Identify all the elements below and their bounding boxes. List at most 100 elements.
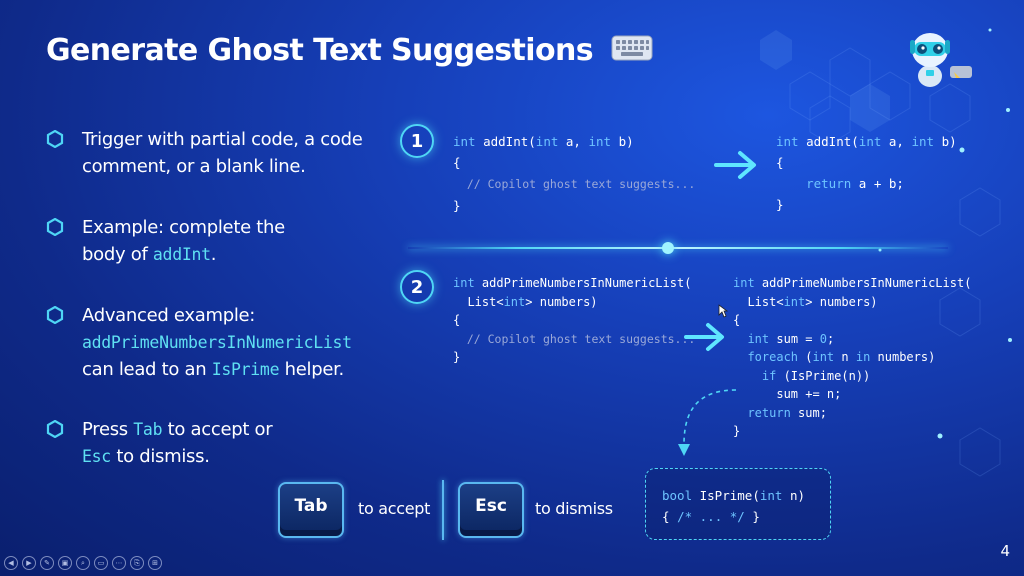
code-keyword: int bbox=[535, 134, 559, 149]
code-token: > numbers) bbox=[805, 294, 878, 309]
toolbar-button-2[interactable]: ✎ bbox=[40, 556, 54, 570]
bullet-text-fragment: helper. bbox=[279, 359, 345, 380]
page-title-text: Generate Ghost Text Suggestions bbox=[46, 33, 594, 68]
code-line: sum += n; bbox=[733, 385, 971, 404]
code-token: b) bbox=[611, 134, 634, 149]
toolbar-button-5[interactable]: ▭ bbox=[94, 556, 108, 570]
section-divider bbox=[408, 247, 948, 249]
code-line: int addPrimeNumbersInNumericList( bbox=[733, 274, 971, 293]
page-title: Generate Ghost Text Suggestions bbox=[46, 33, 653, 69]
code-token: a, bbox=[558, 134, 589, 149]
code-token bbox=[733, 332, 747, 346]
code-token: n bbox=[834, 350, 856, 364]
bullet-text: Press Tab to accept or Esc to dismiss. bbox=[82, 416, 282, 470]
code-token: a + b; bbox=[851, 176, 904, 191]
code-keyword: int bbox=[453, 134, 476, 149]
code-line: // Copilot ghost text suggests... bbox=[453, 173, 695, 195]
toolbar-button-4[interactable]: ⌕ bbox=[76, 556, 90, 570]
keyboard-icon bbox=[611, 34, 653, 69]
inline-code: Tab bbox=[133, 420, 163, 439]
code-token: IsPrime( bbox=[692, 488, 760, 503]
divider-dot bbox=[662, 242, 674, 254]
toolbar-button-6[interactable]: ⋯ bbox=[112, 556, 126, 570]
hexagon-bullet-icon bbox=[46, 420, 64, 438]
code-line: int addInt(int a, int b) bbox=[776, 131, 957, 152]
code-line: // Copilot ghost text suggests... bbox=[453, 330, 695, 349]
code-keyword: in bbox=[855, 350, 871, 364]
code-keyword: int bbox=[759, 488, 783, 503]
bullet-text-fragment: Trigger with partial code, a code commen… bbox=[82, 129, 363, 177]
code-line: { bbox=[733, 311, 971, 330]
presentation-toolbar: ◀ ▶ ✎ ▣ ⌕ ▭ ⋯ ⎘ ⊞ bbox=[4, 556, 162, 572]
code-line: int addInt(int a, int b) bbox=[453, 131, 695, 152]
code-token: List< bbox=[733, 294, 784, 309]
code-token: numbers) bbox=[870, 350, 936, 364]
hexagon-bullet-icon bbox=[46, 130, 64, 148]
code-token: a, bbox=[881, 134, 912, 149]
code-keyword: return bbox=[747, 405, 791, 420]
code-token: (IsPrime(n)) bbox=[776, 368, 871, 383]
toolbar-button-7[interactable]: ⎘ bbox=[130, 556, 144, 570]
code-token: ; bbox=[826, 331, 835, 346]
code-token: } bbox=[453, 350, 461, 364]
code-keyword: int bbox=[812, 350, 835, 364]
code-token: n) bbox=[782, 488, 805, 503]
toolbar-button-0[interactable]: ◀ bbox=[4, 556, 18, 570]
code-keyword: int bbox=[503, 294, 526, 309]
robot-mascot-icon bbox=[906, 26, 976, 90]
mouse-cursor-icon bbox=[718, 304, 728, 318]
code-keyword: return bbox=[806, 176, 852, 191]
ghost-comment: // Copilot ghost text suggests... bbox=[453, 331, 696, 346]
code-token bbox=[776, 176, 806, 191]
key-separator bbox=[442, 480, 444, 540]
toolbar-button-3[interactable]: ▣ bbox=[58, 556, 72, 570]
code-token: { bbox=[662, 509, 678, 524]
code-token: sum += n; bbox=[733, 387, 842, 401]
code-token: > numbers) bbox=[525, 294, 598, 309]
dashed-connector-arrow bbox=[678, 389, 737, 456]
toolbar-button-1[interactable]: ▶ bbox=[22, 556, 36, 570]
bullet-text-fragment: Press bbox=[82, 419, 134, 440]
inline-code: addPrimeNumbersInNumericList bbox=[82, 333, 352, 352]
code-line: } bbox=[776, 194, 957, 215]
tab-key-label: to accept bbox=[358, 499, 431, 518]
code-line: bool IsPrime(int n) bbox=[662, 485, 805, 506]
code-after-1: int addInt(int a, int b){ return a + b;} bbox=[776, 131, 957, 215]
code-line: if (IsPrime(n)) bbox=[733, 367, 971, 386]
code-keyword: int bbox=[588, 134, 612, 149]
code-token: addPrimeNumbersInNumericList( bbox=[474, 276, 692, 290]
code-keyword: foreach bbox=[747, 350, 799, 364]
bullet-text-fragment: . bbox=[210, 244, 217, 265]
code-token: sum; bbox=[790, 405, 827, 420]
code-line: int addPrimeNumbersInNumericList( bbox=[453, 274, 695, 293]
code-line: { bbox=[776, 152, 957, 173]
code-line: List<int> numbers) bbox=[733, 293, 971, 312]
code-token: } bbox=[733, 424, 741, 438]
arrow-right-icon bbox=[714, 151, 756, 179]
code-line: { bbox=[453, 152, 695, 173]
bullet-text-fragment: can lead to an bbox=[82, 359, 212, 380]
code-line: int sum = 0; bbox=[733, 330, 971, 349]
bullet-text: Advanced example: addPrimeNumbersInNumer… bbox=[82, 302, 382, 383]
code-keyword: int bbox=[911, 134, 935, 149]
code-line: return a + b; bbox=[776, 173, 957, 194]
toolbar-button-8[interactable]: ⊞ bbox=[148, 556, 162, 570]
code-token: { bbox=[453, 313, 461, 327]
code-line: foreach (int n in numbers) bbox=[733, 348, 971, 367]
code-token: addInt( bbox=[798, 134, 859, 149]
code-line: { /* ... */ } bbox=[662, 506, 805, 527]
bullet-text-fragment: Example: complete the body of bbox=[82, 217, 285, 265]
code-keyword: bool bbox=[662, 488, 693, 503]
code-line: { bbox=[453, 311, 695, 330]
code-keyword: int bbox=[747, 331, 770, 346]
code-keyword: int bbox=[453, 276, 475, 290]
code-keyword: int bbox=[733, 276, 755, 290]
helper-suggestion-box bbox=[645, 468, 831, 540]
code-after-2: int addPrimeNumbersInNumericList( List<i… bbox=[733, 274, 971, 441]
bullet-text-fragment: Advanced example: bbox=[82, 305, 256, 326]
code-token: } bbox=[776, 197, 784, 212]
inline-code: IsPrime bbox=[211, 360, 280, 379]
code-token: ( bbox=[798, 350, 813, 364]
tab-key: Tab bbox=[278, 482, 344, 538]
